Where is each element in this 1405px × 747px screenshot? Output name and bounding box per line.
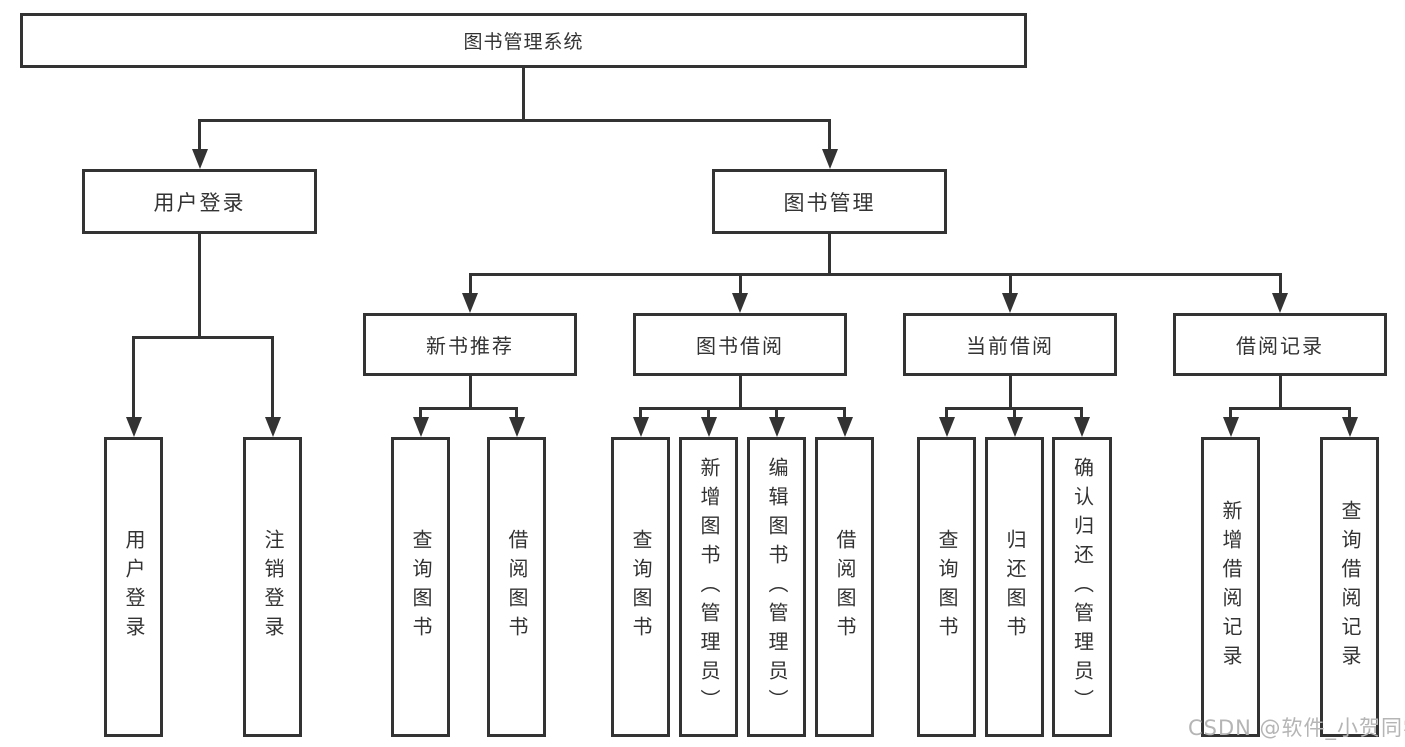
connector-line <box>1009 273 1012 295</box>
leaf-add-borrow-record: 新增借阅记录 <box>1201 437 1260 737</box>
arrowhead-icon <box>1074 417 1090 437</box>
connector-line <box>419 407 518 410</box>
leaf-query-borrow-record: 查询借阅记录 <box>1320 437 1379 737</box>
arrowhead-icon <box>413 417 429 437</box>
connector-line <box>1013 407 1016 419</box>
connector-line <box>198 119 831 122</box>
connector-line <box>132 336 274 339</box>
connector-line <box>843 407 846 419</box>
connector-line <box>1229 407 1351 410</box>
leaf-confirm-return-admin: 确认归还（管理员） <box>1052 437 1112 737</box>
leaf-borrow-book: 借阅图书 <box>815 437 874 737</box>
arrowhead-icon <box>1272 293 1288 313</box>
leaf-borrow-query-book: 查询图书 <box>611 437 670 737</box>
module-borrow-records-label: 借阅记录 <box>1236 334 1324 358</box>
connector-line <box>1348 407 1351 419</box>
node-root-label: 图书管理系统 <box>463 31 584 53</box>
module-borrow-records: 借阅记录 <box>1173 313 1387 376</box>
leaf-current-query-book-label: 查询图书 <box>935 529 959 645</box>
arrowhead-icon <box>1002 293 1018 313</box>
arrowhead-icon <box>837 417 853 437</box>
leaf-borrow-book-label: 借阅图书 <box>833 529 857 645</box>
connector-line <box>1009 376 1012 407</box>
leaf-return-book: 归还图书 <box>985 437 1044 737</box>
node-book-management: 图书管理 <box>712 169 947 234</box>
module-new-book-recommend-label: 新书推荐 <box>426 334 514 358</box>
arrowhead-icon <box>192 149 208 169</box>
connector-line <box>469 273 472 295</box>
module-current-borrow-label: 当前借阅 <box>966 334 1054 358</box>
node-book-management-label: 图书管理 <box>783 190 876 215</box>
connector-line <box>515 407 518 419</box>
leaf-user-login: 用户登录 <box>104 437 163 737</box>
connector-line <box>639 407 642 419</box>
arrowhead-icon <box>1007 417 1023 437</box>
leaf-recommend-query-book: 查询图书 <box>391 437 450 737</box>
module-book-borrow: 图书借阅 <box>633 313 847 376</box>
connector-line <box>739 376 742 407</box>
leaf-return-book-label: 归还图书 <box>1003 529 1027 645</box>
watermark: CSDN @软件_小贺同学 <box>1188 716 1405 740</box>
connector-line <box>945 407 948 419</box>
leaf-user-login-label: 用户登录 <box>122 529 146 645</box>
leaf-add-borrow-record-label: 新增借阅记录 <box>1219 500 1243 674</box>
leaf-recommend-borrow-book-label: 借阅图书 <box>505 529 529 645</box>
module-book-borrow-label: 图书借阅 <box>696 334 784 358</box>
module-new-book-recommend: 新书推荐 <box>363 313 577 376</box>
arrowhead-icon <box>509 417 525 437</box>
connector-line <box>271 336 274 418</box>
leaf-add-book-admin-label: 新增图书（管理员） <box>697 456 721 718</box>
connector-line <box>419 407 422 419</box>
leaf-add-book-admin: 新增图书（管理员） <box>679 437 738 737</box>
connector-line <box>1229 407 1232 419</box>
leaf-logout-label: 注销登录 <box>261 529 285 645</box>
connector-line <box>707 407 710 419</box>
arrowhead-icon <box>462 293 478 313</box>
leaf-borrow-query-book-label: 查询图书 <box>629 529 653 645</box>
connector-line <box>1279 376 1282 407</box>
connector-line <box>739 273 742 295</box>
leaf-edit-book-admin: 编辑图书（管理员） <box>747 437 806 737</box>
arrowhead-icon <box>1342 417 1358 437</box>
leaf-confirm-return-admin-label: 确认归还（管理员） <box>1070 456 1095 718</box>
arrowhead-icon <box>732 293 748 313</box>
connector-line <box>469 376 472 407</box>
leaf-current-query-book: 查询图书 <box>917 437 976 737</box>
connector-line <box>639 407 846 410</box>
arrowhead-icon <box>822 149 838 169</box>
connector-line <box>198 119 201 152</box>
node-user-login: 用户登录 <box>82 169 317 234</box>
leaf-query-borrow-record-label: 查询借阅记录 <box>1338 500 1362 674</box>
connector-line <box>198 234 201 336</box>
arrowhead-icon <box>939 417 955 437</box>
leaf-edit-book-admin-label: 编辑图书（管理员） <box>765 456 789 718</box>
connector-line <box>775 407 778 419</box>
arrowhead-icon <box>265 417 281 437</box>
connector-line <box>1080 407 1083 419</box>
arrowhead-icon <box>769 417 785 437</box>
connector-line <box>469 273 1282 276</box>
connector-line <box>828 119 831 152</box>
connector-line <box>828 234 831 273</box>
connector-line <box>1279 273 1282 295</box>
node-user-login-label: 用户登录 <box>153 190 246 215</box>
arrowhead-icon <box>701 417 717 437</box>
leaf-recommend-query-book-label: 查询图书 <box>409 529 433 645</box>
arrowhead-icon <box>1223 417 1239 437</box>
leaf-recommend-borrow-book: 借阅图书 <box>487 437 546 737</box>
leaf-logout: 注销登录 <box>243 437 302 737</box>
connector-line <box>132 336 135 418</box>
node-root: 图书管理系统 <box>20 13 1027 68</box>
connector-line <box>522 68 525 119</box>
module-current-borrow: 当前借阅 <box>903 313 1117 376</box>
arrowhead-icon <box>126 417 142 437</box>
arrowhead-icon <box>633 417 649 437</box>
